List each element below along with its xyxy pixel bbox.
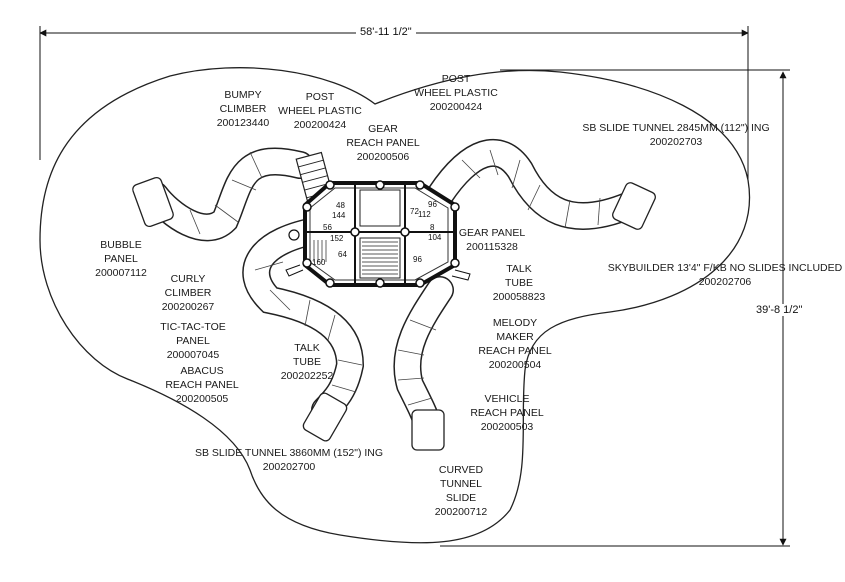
deck-height-3: 104 (428, 233, 442, 242)
depth-dimension-label: 39'-8 1/2" (756, 304, 803, 316)
slide-exits (132, 176, 656, 451)
deck-height-10: 112 (418, 210, 431, 219)
use-zone-outline (39, 67, 751, 544)
label-skybuilder: SKYBUILDER 13'4" F/KB NO SLIDES INCLUDED… (607, 262, 843, 288)
deck-structure (285, 180, 471, 288)
deck-height-1: 72 (410, 207, 419, 216)
deck-height-8: 56 (323, 223, 332, 232)
tunnel-ring-lines (189, 149, 601, 406)
width-dimension-label: 58'-11 1/2" (356, 26, 416, 38)
deck-height-2: 96 (428, 200, 437, 209)
deck-height-11: 8 (430, 223, 435, 232)
deck-height-0: 48 (336, 201, 345, 210)
deck-height-4: 96 (413, 255, 422, 264)
deck-height-labels: 48 72 96 104 96 64 160 152 56 144 112 8 (312, 200, 442, 267)
deck-height-5: 64 (338, 250, 347, 259)
deck-height-6: 160 (312, 258, 326, 267)
deck-height-9: 144 (332, 211, 346, 220)
deck-height-7: 152 (330, 234, 344, 243)
